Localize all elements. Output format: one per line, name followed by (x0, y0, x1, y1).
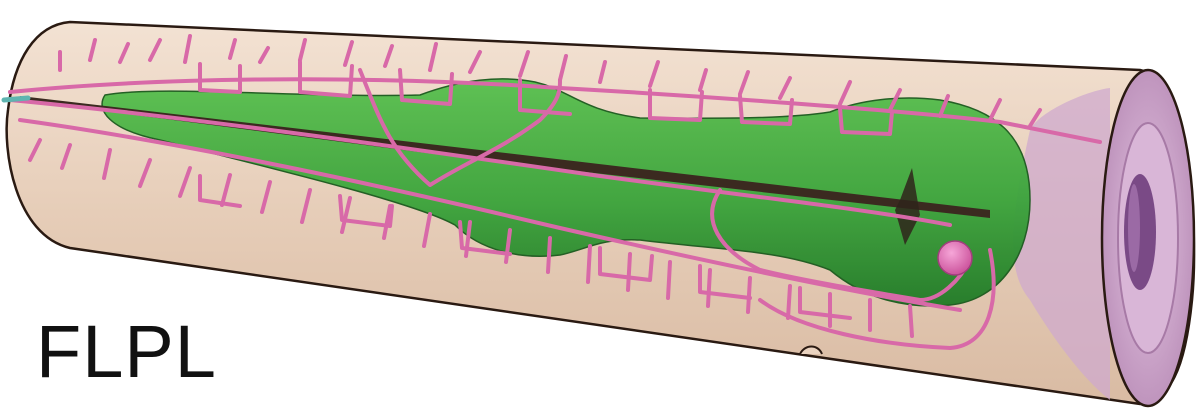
lumen-flare (895, 168, 920, 245)
neuron-label: FLPL (36, 310, 217, 393)
buccal-cavity-highlight (1128, 184, 1140, 272)
pharyngeal-lumen (20, 96, 990, 218)
flpl-neuron (8, 34, 1102, 350)
flpl-cell-body (937, 240, 973, 276)
body-pore (799, 345, 823, 355)
mouth-flare (1013, 88, 1110, 400)
axon-tip (1, 95, 31, 103)
